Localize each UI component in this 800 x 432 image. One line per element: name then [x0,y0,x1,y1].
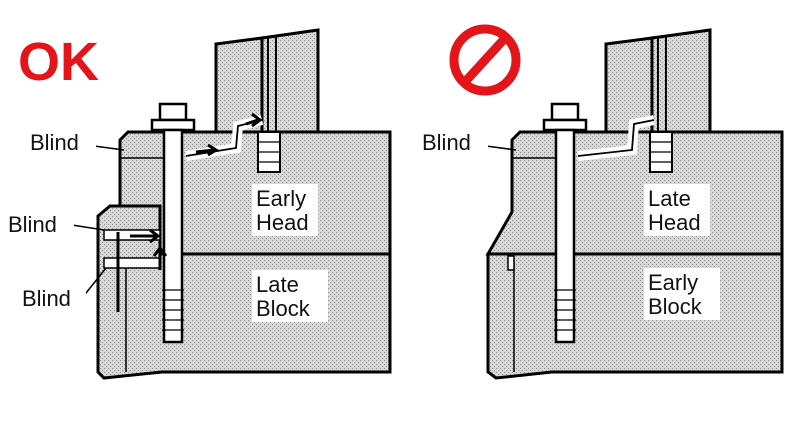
right-engine-block [486,252,784,380]
head-label-line2: Head [648,210,701,235]
left-panel-ok: Blind Blind Blind Early Head Late Block [6,28,392,380]
head-label-line2: Head [256,210,309,235]
block-label-line1: Late [256,272,299,297]
left-block-drillings [103,228,168,312]
block-label-line1: Early [648,270,698,295]
flow-arrow-icon [195,143,219,157]
left-oil-passage [185,112,264,161]
flow-arrow-icon [130,228,161,244]
prohibited-icon [449,24,521,96]
left-head-bolt [150,102,196,344]
blind-label: Blind [30,130,79,155]
right-oil-passage [577,115,655,161]
block-label-line2: Block [256,296,311,321]
blind-label: Blind [8,212,57,237]
head-label-line1: Late [648,186,691,211]
flow-arrow-icon [245,112,263,128]
head-label-line1: Early [256,186,306,211]
ok-mark: OK [18,32,99,92]
flow-arrow-icon [152,245,168,270]
right-head-bolt [542,102,588,344]
right-panel-prohibited: Blind Late Head Early Block [420,28,784,380]
blind-label: Blind [422,130,471,155]
blind-label: Blind [22,286,71,311]
block-label-line2: Block [648,294,703,319]
